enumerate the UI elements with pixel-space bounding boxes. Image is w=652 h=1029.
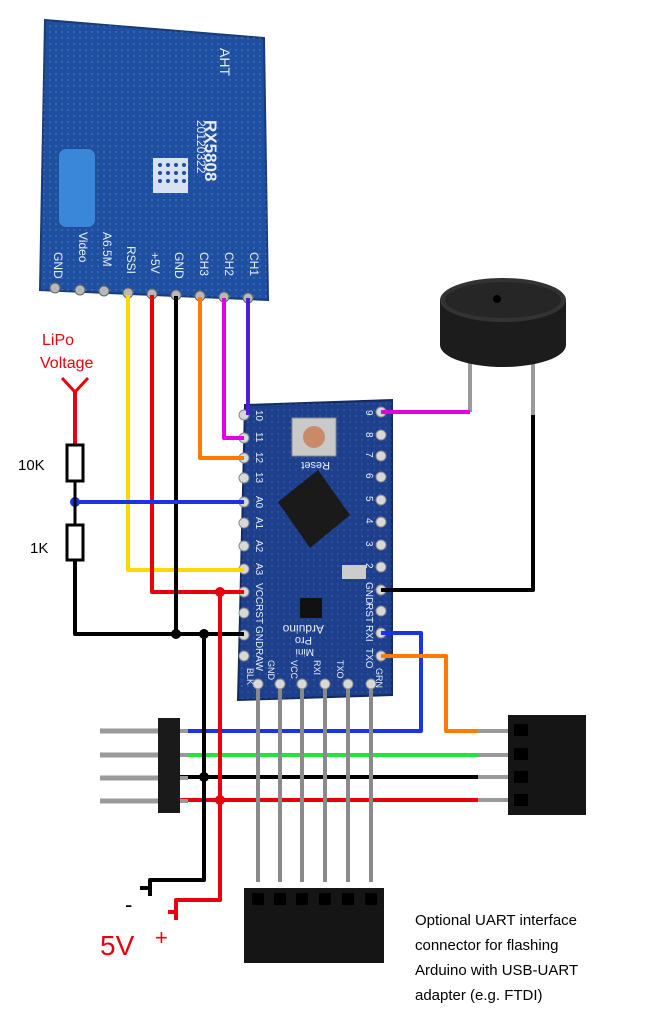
minus-terminal: [140, 886, 152, 896]
pin-label: 8: [363, 432, 374, 438]
pin-label: GND: [363, 582, 374, 604]
uart-note-line-3: Arduino with USB-UART: [415, 962, 578, 979]
board-name-3: Mini: [296, 646, 314, 657]
uart-note-line-4: adapter (e.g. FTDI): [415, 987, 543, 1004]
right-pin-header: [375, 406, 387, 662]
voltage-label: 5V: [100, 930, 135, 961]
pin-label: RXI: [363, 625, 374, 642]
module-pin-label: GND: [172, 252, 186, 279]
pin-label: A0: [253, 496, 264, 509]
rx5808-module: AHT RX5808 20120322 GND Video A6.5M RSSI…: [38, 18, 270, 304]
plus-terminal: [168, 910, 178, 920]
crystal: [342, 565, 366, 579]
pin-label: 13: [253, 472, 264, 484]
plus-label: +: [155, 925, 168, 950]
uart-note-line-2: connector for flashing: [415, 937, 558, 954]
board-name-2: Pro: [295, 634, 312, 646]
wire-buzzer-gnd: [381, 415, 535, 592]
pin-label: 7: [363, 452, 374, 458]
wire-ch3: [198, 297, 244, 460]
module-pin-label: GND: [51, 252, 65, 279]
buzzer: [440, 278, 566, 415]
module-brand: AHT: [217, 48, 233, 76]
module-model: RX5808: [201, 120, 220, 181]
uart-note-line-1: Optional UART interface: [415, 912, 577, 929]
wire-5v-module: [150, 295, 244, 594]
pin-label: GRN: [374, 668, 384, 688]
wire-rssi: [126, 295, 244, 572]
pin-label: 11: [253, 432, 264, 443]
module-castellated-pins: [49, 282, 254, 304]
lipo-label-1: LiPo: [42, 332, 74, 349]
pin-label: TXO: [363, 648, 374, 669]
pin-label: RAW: [253, 648, 264, 672]
module-pin-label: Video: [76, 232, 90, 263]
wire-divider-gnd: [73, 560, 244, 636]
module-date: 20120322: [194, 120, 208, 174]
module-pin-label: +5V: [148, 252, 162, 274]
reset-button: [291, 417, 337, 457]
resistor-10k: [65, 443, 85, 525]
potentiometer: [57, 147, 97, 229]
pin-label: RST: [253, 604, 264, 624]
female-header-bottom: [244, 888, 384, 963]
resistor-10k-label: 10K: [18, 457, 45, 474]
wire-txo: [381, 654, 480, 733]
module-pin-label: CH1: [247, 252, 261, 276]
pin-label: 3: [363, 541, 374, 547]
pin-label: 2: [363, 563, 374, 569]
pin-label: A3: [253, 563, 264, 576]
board-name: Arduino: [282, 622, 324, 636]
bottom-pin-header: [252, 678, 377, 690]
pin-label: VCC: [253, 583, 264, 604]
pin-label: 6: [363, 473, 374, 479]
module-pin-label: CH3: [197, 252, 211, 276]
pin-label: RXI: [312, 660, 322, 675]
junctions: [70, 497, 225, 805]
pin-label: 9: [363, 410, 374, 416]
pin-label: RST: [363, 603, 374, 623]
lipo-label-2: Voltage: [40, 355, 93, 372]
pin-label: BLK: [245, 668, 255, 685]
wire-5v-supply: [174, 592, 222, 912]
female-header-right: [478, 715, 586, 815]
module-pin-label: CH2: [222, 252, 236, 276]
mcu-chip: [278, 470, 350, 548]
pin-label: 10: [253, 410, 264, 422]
pin-label: A1: [253, 517, 264, 530]
wire-ch2: [222, 298, 244, 440]
module-pin-label: A6.5M: [100, 232, 114, 267]
module-pin-label: RSSI: [124, 246, 138, 274]
lipo-fork: [60, 376, 90, 395]
wire-gnd-supply: [148, 634, 206, 888]
wires: [73, 295, 535, 912]
pin-label: GND: [266, 660, 276, 681]
chip-pad: [153, 158, 188, 193]
minus-label: -: [125, 892, 132, 917]
pin-label: 5: [363, 496, 374, 502]
pin-label: TXO: [335, 660, 345, 679]
regulator: [300, 598, 322, 618]
resistor-1k-label: 1K: [30, 540, 48, 557]
pin-label: GND: [253, 626, 264, 648]
arduino-pro-mini: Reset Arduino Pro Mini 10 11 12 13 A0 A1…: [236, 398, 393, 702]
pin-label: VCC: [289, 660, 299, 680]
resistor-1k: [65, 523, 85, 562]
reset-label: Reset: [301, 459, 330, 471]
pin-label: 4: [363, 518, 374, 524]
pin-label: 12: [253, 452, 264, 464]
male-pin-header: [100, 718, 188, 813]
pin-label: A2: [253, 540, 264, 553]
